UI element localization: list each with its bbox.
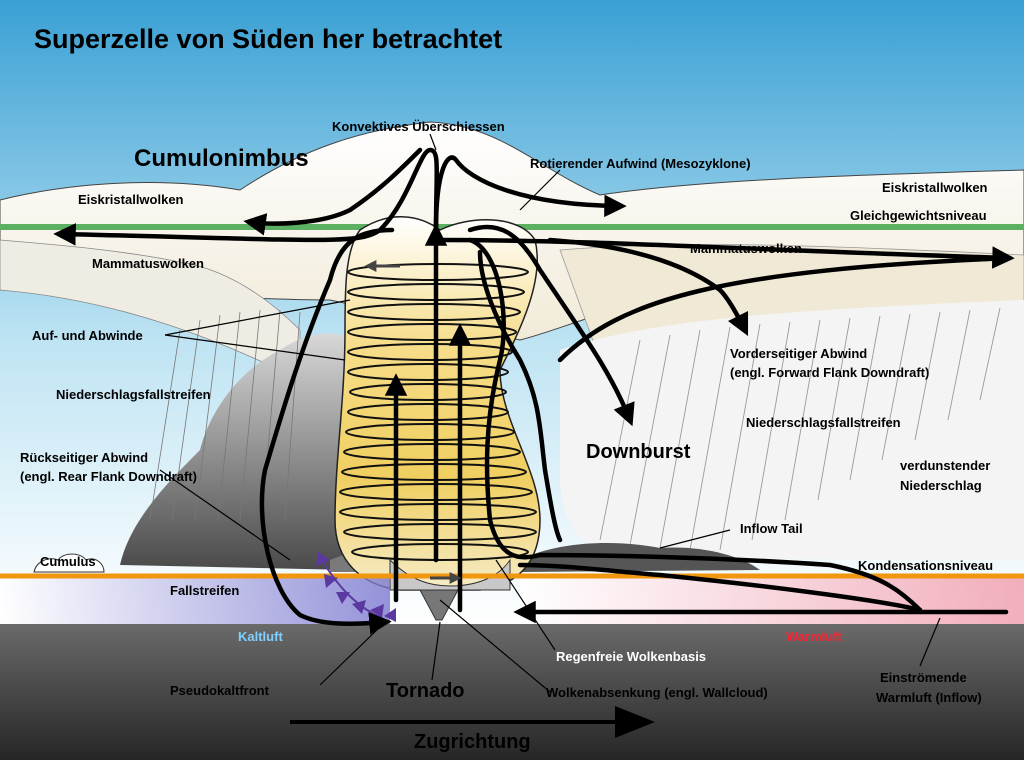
diagram-title: Superzelle von Süden her betrachtet xyxy=(34,24,502,54)
tornado-funnel xyxy=(419,589,459,621)
mesocyclone-label: Rotierender Aufwind (Mesozyklone) xyxy=(530,156,751,171)
direction-arrow-head xyxy=(615,706,655,738)
ice-crystals-right-label: Eiskristallwolken xyxy=(882,180,988,195)
wallcloud-label: Wolkenabsenkung (engl. Wallcloud) xyxy=(546,685,768,700)
ground xyxy=(0,624,1024,760)
warm-air-label: Warmluft xyxy=(786,629,843,644)
rear-precip-cloud xyxy=(120,333,350,570)
precip-streaks-right-label: Niederschlagsfallstreifen xyxy=(746,415,901,430)
cold-air-band xyxy=(0,578,390,626)
evaporating-precip-label-1: verdunstender xyxy=(900,458,990,473)
pseudo-cold-front xyxy=(316,552,396,622)
rainfree-base-label: Regenfreie Wolkenbasis xyxy=(556,649,706,664)
fallstreifen-label: Fallstreifen xyxy=(170,583,239,598)
ice-crystals-left-label: Eiskristallwolken xyxy=(78,192,184,207)
precip-streaks-left-label: Niederschlagsfallstreifen xyxy=(56,387,211,402)
tornado-label: Tornado xyxy=(386,680,465,702)
mammatus-left-label: Mammatuswolken xyxy=(92,256,204,271)
cumulus-label: Cumulus xyxy=(40,554,96,569)
rear-flank-label-2: (engl. Rear Flank Downdraft) xyxy=(20,469,197,484)
airflow-arrows xyxy=(53,147,1015,635)
rear-flank-label-1: Rückseitiger Abwind xyxy=(20,450,148,465)
forward-precip-streaks xyxy=(599,307,1001,551)
overshoot-label: Konvektives Überschiessen xyxy=(332,119,505,134)
direction-label: Zugrichtung xyxy=(414,731,531,753)
equilibrium-level-label: Gleichgewichtsniveau xyxy=(850,208,987,223)
rear-precip-streaks xyxy=(149,309,301,521)
pseudo-cold-front-label: Pseudokaltfront xyxy=(170,683,270,698)
forward-precip-area xyxy=(560,300,1024,560)
mammatus-left-cloud xyxy=(0,239,301,381)
mammatus-right-label: Mammatuswolken xyxy=(690,241,802,256)
cold-air-label: Kaltluft xyxy=(238,629,283,644)
cloud-name-label: Cumulonimbus xyxy=(134,145,309,172)
cumulus-cloud xyxy=(33,553,105,573)
inflow-label-1: Einströmende xyxy=(880,670,967,685)
forward-flank-label-1: Vorderseitiger Abwind xyxy=(730,346,867,361)
updraft-downdraft-label: Auf- und Abwinde xyxy=(32,328,143,343)
evaporating-precip-label-2: Niederschlag xyxy=(900,478,982,493)
inflow-tail-label: Inflow Tail xyxy=(740,521,803,536)
inflow-label-2: Warmluft (Inflow) xyxy=(876,690,982,705)
leader-lines xyxy=(159,133,941,693)
condensation-level-label: Kondensationsniveau xyxy=(858,558,993,573)
downburst-label: Downburst xyxy=(586,441,691,463)
forward-flank-label-2: (engl. Forward Flank Downdraft) xyxy=(730,365,929,380)
